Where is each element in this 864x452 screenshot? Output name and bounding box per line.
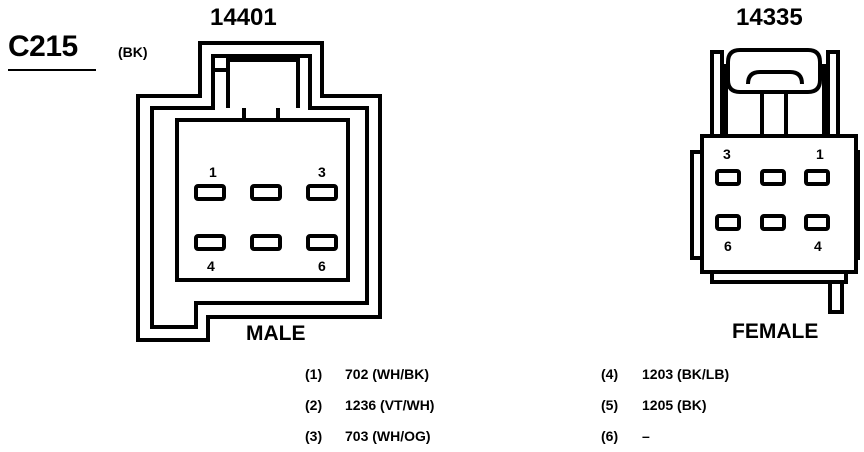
legend-num: (3) (305, 428, 323, 444)
legend-value: 703 (WH/OG) (345, 428, 431, 444)
male-terminal-2 (250, 184, 282, 201)
connector-id-underline (8, 69, 96, 71)
male-cavity (175, 118, 350, 282)
female-latch (726, 48, 822, 94)
male-terminal-1 (194, 184, 226, 201)
female-part-number: 14335 (736, 4, 803, 31)
male-label: MALE (246, 322, 306, 345)
male-part-number: 14401 (210, 4, 277, 31)
male-terminal-6 (306, 234, 338, 251)
female-pin-label-3: 3 (723, 146, 731, 162)
male-connector-outline (136, 41, 382, 342)
male-terminal-4 (194, 234, 226, 251)
legend-value: 702 (WH/BK) (345, 366, 430, 382)
connector-id: C215 (8, 30, 78, 63)
female-terminal-4 (804, 214, 830, 231)
male-pin-label-3: 3 (318, 164, 326, 180)
male-terminal-5 (250, 234, 282, 251)
male-connector-inner-outline (150, 54, 369, 329)
legend-num: (5) (601, 397, 619, 413)
legend-num: (6) (601, 428, 619, 444)
female-terminal-5 (760, 214, 786, 231)
female-pin-label-4: 4 (814, 238, 822, 254)
legend-num: (1) (305, 366, 323, 382)
legend-value: 1205 (BK) (642, 397, 707, 413)
female-label: FEMALE (732, 320, 819, 343)
female-pin-label-6: 6 (724, 238, 732, 254)
female-pin-label-1: 1 (816, 146, 824, 162)
female-terminal-2 (760, 169, 786, 186)
legend-num: (4) (601, 366, 619, 382)
female-terminal-3 (715, 169, 741, 186)
connector-color-code: (BK) (118, 44, 148, 60)
legend-value: 1203 (BK/LB) (642, 366, 730, 382)
male-pin-label-4: 4 (207, 258, 215, 274)
male-pin-label-1: 1 (209, 164, 217, 180)
legend-value: – (642, 428, 650, 444)
legend-num: (2) (305, 397, 323, 413)
female-terminal-6 (715, 214, 741, 231)
legend-value: 1236 (VT/WH) (345, 397, 435, 413)
female-terminal-1 (804, 169, 830, 186)
male-latch (215, 58, 300, 108)
male-pin-label-6: 6 (318, 258, 326, 274)
male-terminal-3 (306, 184, 338, 201)
